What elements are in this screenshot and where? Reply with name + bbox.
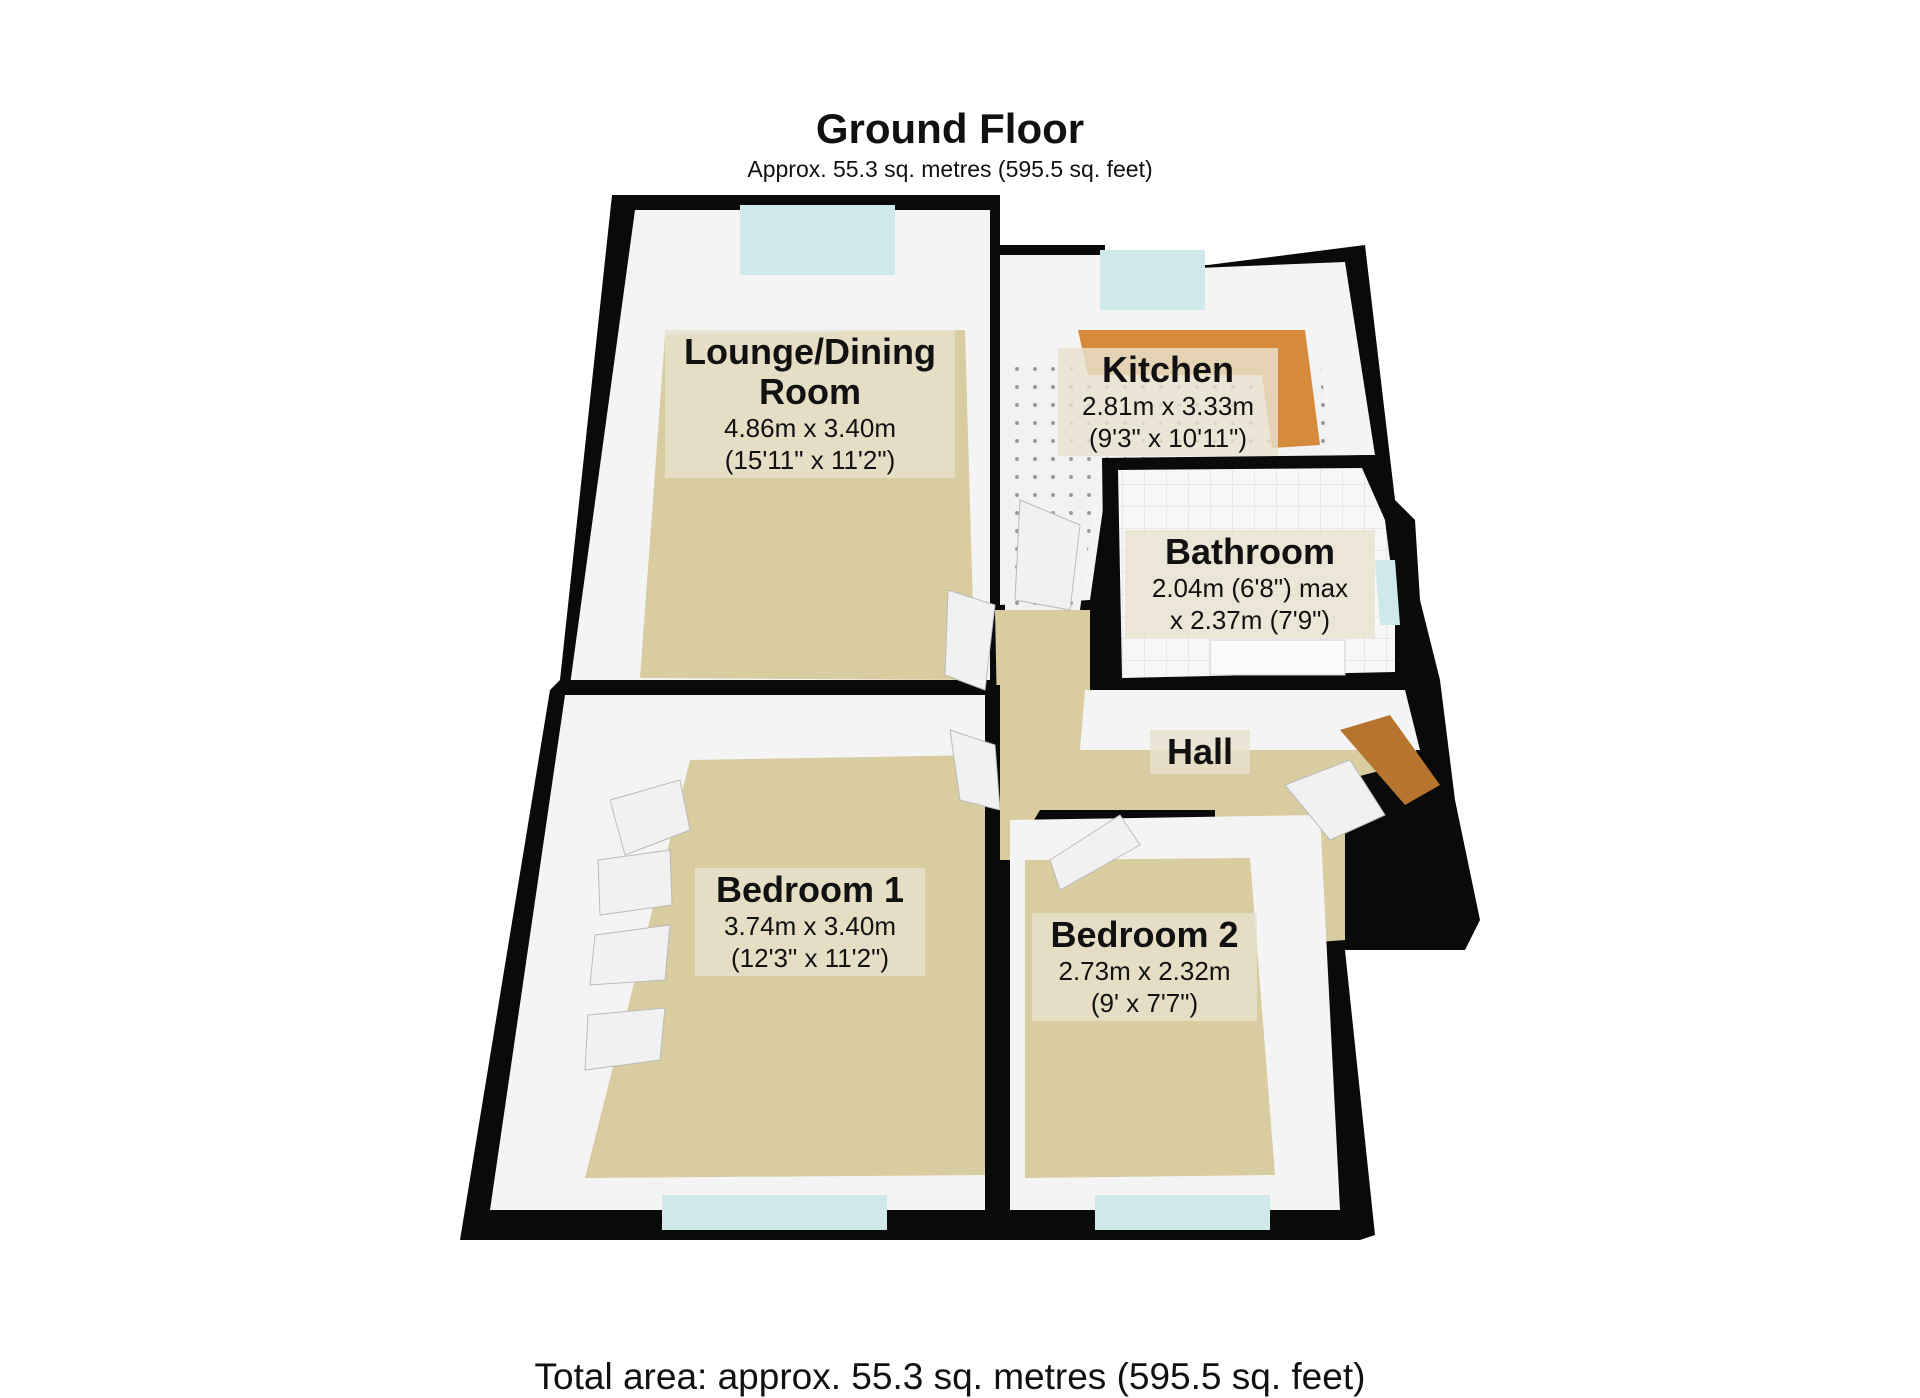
bathroom-window [1375,560,1400,625]
room-name: Bedroom 2 [1050,914,1239,955]
room-label-kitchen: Kitchen 2.81m x 3.33m (9'3" x 10'11") [1058,348,1278,456]
wardrobe-door [597,849,673,916]
bedroom2-window [1095,1195,1270,1230]
internal-door [1014,499,1081,611]
room-dimensions: 2.73m x 2.32m [1058,956,1231,986]
internal-door [949,729,1001,811]
room-label-bedroom2: Bedroom 2 2.73m x 2.32m (9' x 7'7") [1032,913,1257,1021]
front-door [1340,715,1440,805]
wardrobe-door [584,1007,666,1071]
room-dimensions: x 2.37m (7'9") [1169,605,1331,635]
room-dimensions: (12'3" x 11'2") [731,943,889,973]
room-dimensions: (9'3" x 10'11") [1089,423,1247,453]
room-dimensions: (15'11" x 11'2") [724,445,896,475]
kitchen-window [1100,250,1205,310]
room-label-bathroom: Bathroom 2.04m (6'8") max x 2.37m (7'9") [1125,530,1375,638]
room-label-hall: Hall [1150,730,1250,774]
room-dimensions: 2.04m (6'8") max [1151,573,1349,603]
internal-door [1049,814,1141,891]
room-label-lounge: Lounge/Dining Room 4.86m x 3.40m (15'11"… [665,330,955,478]
interior-wall [985,685,1000,1210]
interior-wall [565,680,995,692]
wardrobe-door [609,779,691,856]
room-dimensions: 4.86m x 3.40m [724,413,896,443]
room-name: Lounge/Dining [684,331,936,372]
floor-area-subtitle: Approx. 55.3 sq. metres (595.5 sq. feet) [747,156,1153,182]
room-name: Kitchen [1101,349,1234,390]
floor-header: Ground Floor Approx. 55.3 sq. metres (59… [0,104,1900,184]
lounge-window [740,205,895,275]
total-area-footer: Total area: approx. 55.3 sq. metres (595… [534,1356,1366,1397]
room-name: Bedroom 1 [715,869,905,910]
bedroom1-window [662,1195,887,1230]
room-name: Room [759,371,861,412]
internal-door [944,589,996,691]
room-name: Hall [1166,731,1234,772]
room-dimensions: 2.81m x 3.33m [1082,391,1254,421]
wardrobe-door [589,924,671,986]
internal-door [1284,759,1386,841]
floor-title: Ground Floor [815,105,1085,152]
bathroom-bath [1209,639,1346,676]
room-name: Bathroom [1165,531,1335,572]
room-dimensions: 3.74m x 3.40m [724,911,896,941]
room-label-bedroom1: Bedroom 1 3.74m x 3.40m (12'3" x 11'2") [695,868,925,976]
room-dimensions: (9' x 7'7") [1090,988,1199,1018]
